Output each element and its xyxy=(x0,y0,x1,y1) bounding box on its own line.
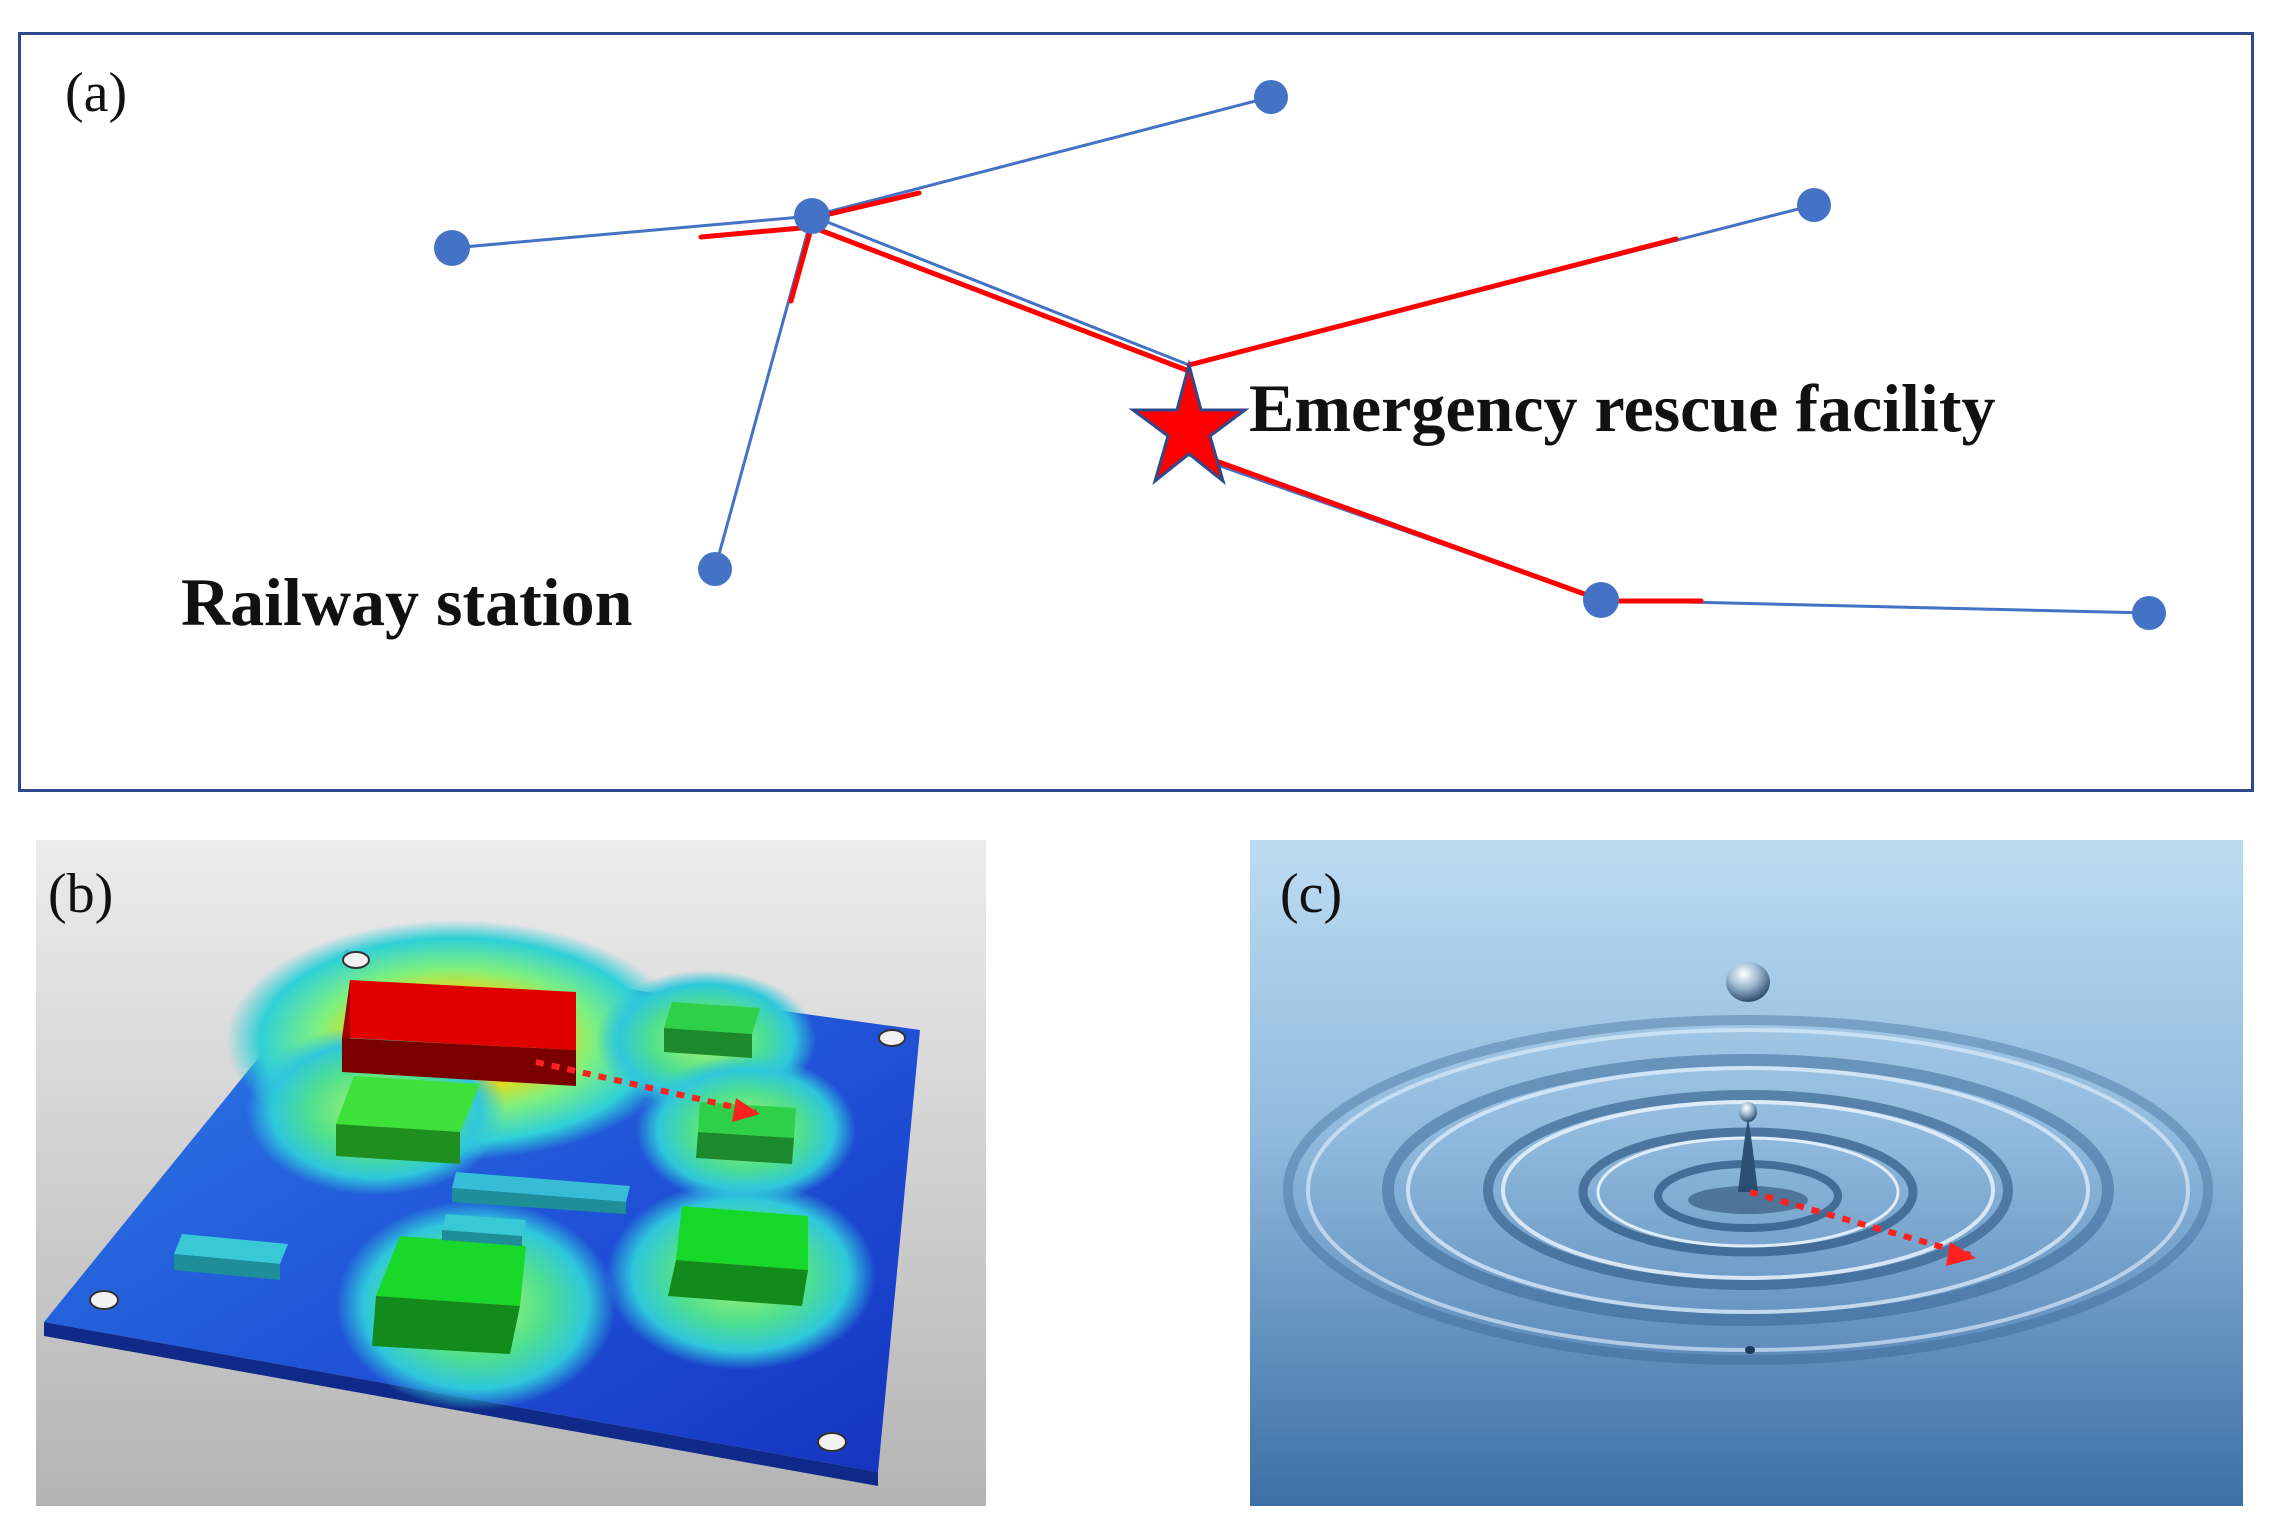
heat-plate-svg xyxy=(36,840,986,1506)
panel-b-label: (b) xyxy=(48,863,114,925)
highlighted-segments xyxy=(698,190,1704,604)
panel-a-network-diagram: (a) xyxy=(18,32,2254,792)
edge-hub-facility xyxy=(811,214,1190,367)
highlight-southeast xyxy=(1213,458,1604,603)
node-east xyxy=(2132,596,2166,630)
heat-spread-arrow xyxy=(535,1059,757,1115)
highlight-west xyxy=(698,224,815,240)
panel-c-label: (c) xyxy=(1280,863,1343,925)
panel-a-label: (a) xyxy=(65,62,128,124)
node-railway-station xyxy=(698,552,732,586)
reflection-dot xyxy=(1745,1346,1755,1354)
ripple-spread-arrow xyxy=(1749,1189,1971,1258)
edge-north xyxy=(811,95,1272,218)
component-block-3 xyxy=(336,1076,480,1164)
hot-component-front xyxy=(342,1038,576,1086)
component-block-1 xyxy=(664,1002,760,1058)
highlight-northeast xyxy=(1186,236,1679,368)
splash-column xyxy=(1738,1118,1758,1192)
network-edges xyxy=(451,95,2150,615)
heat-spread-arrowhead xyxy=(732,1098,760,1122)
emergency-facility-star-icon xyxy=(1128,359,1250,486)
railway-station-label: Railway station xyxy=(181,564,633,640)
emergency-facility-label: Emergency rescue facility xyxy=(1249,370,1996,446)
node-west xyxy=(434,230,470,266)
network-nodes xyxy=(434,80,2166,630)
component-block-2 xyxy=(696,1102,796,1164)
node-northeast xyxy=(1797,188,1831,222)
highlight-north xyxy=(814,190,922,220)
splash-base xyxy=(1688,1186,1808,1214)
ripple-spread-arrowhead xyxy=(1946,1242,1976,1266)
falling-droplet xyxy=(1726,962,1770,1002)
component-block-4 xyxy=(668,1206,808,1306)
hot-component-top xyxy=(350,980,576,1050)
splash-droplet xyxy=(1739,1102,1757,1122)
cool-components xyxy=(174,1172,630,1280)
edge-west xyxy=(451,214,813,250)
component-block-5 xyxy=(372,1236,526,1354)
ripple-rings xyxy=(1283,1015,2213,1365)
node-hub xyxy=(794,198,830,234)
highlight-station xyxy=(788,222,815,304)
ripple-svg xyxy=(1250,840,2243,1506)
node-southeast xyxy=(1583,582,1619,618)
node-north xyxy=(1254,80,1288,114)
mounting-holes xyxy=(89,951,906,1452)
panel-b-heat-plate: (b) xyxy=(36,840,986,1506)
highlight-hub-facility xyxy=(809,224,1192,374)
panel-c-water-ripple: (c) xyxy=(1250,840,2243,1506)
network-svg xyxy=(434,80,2166,630)
